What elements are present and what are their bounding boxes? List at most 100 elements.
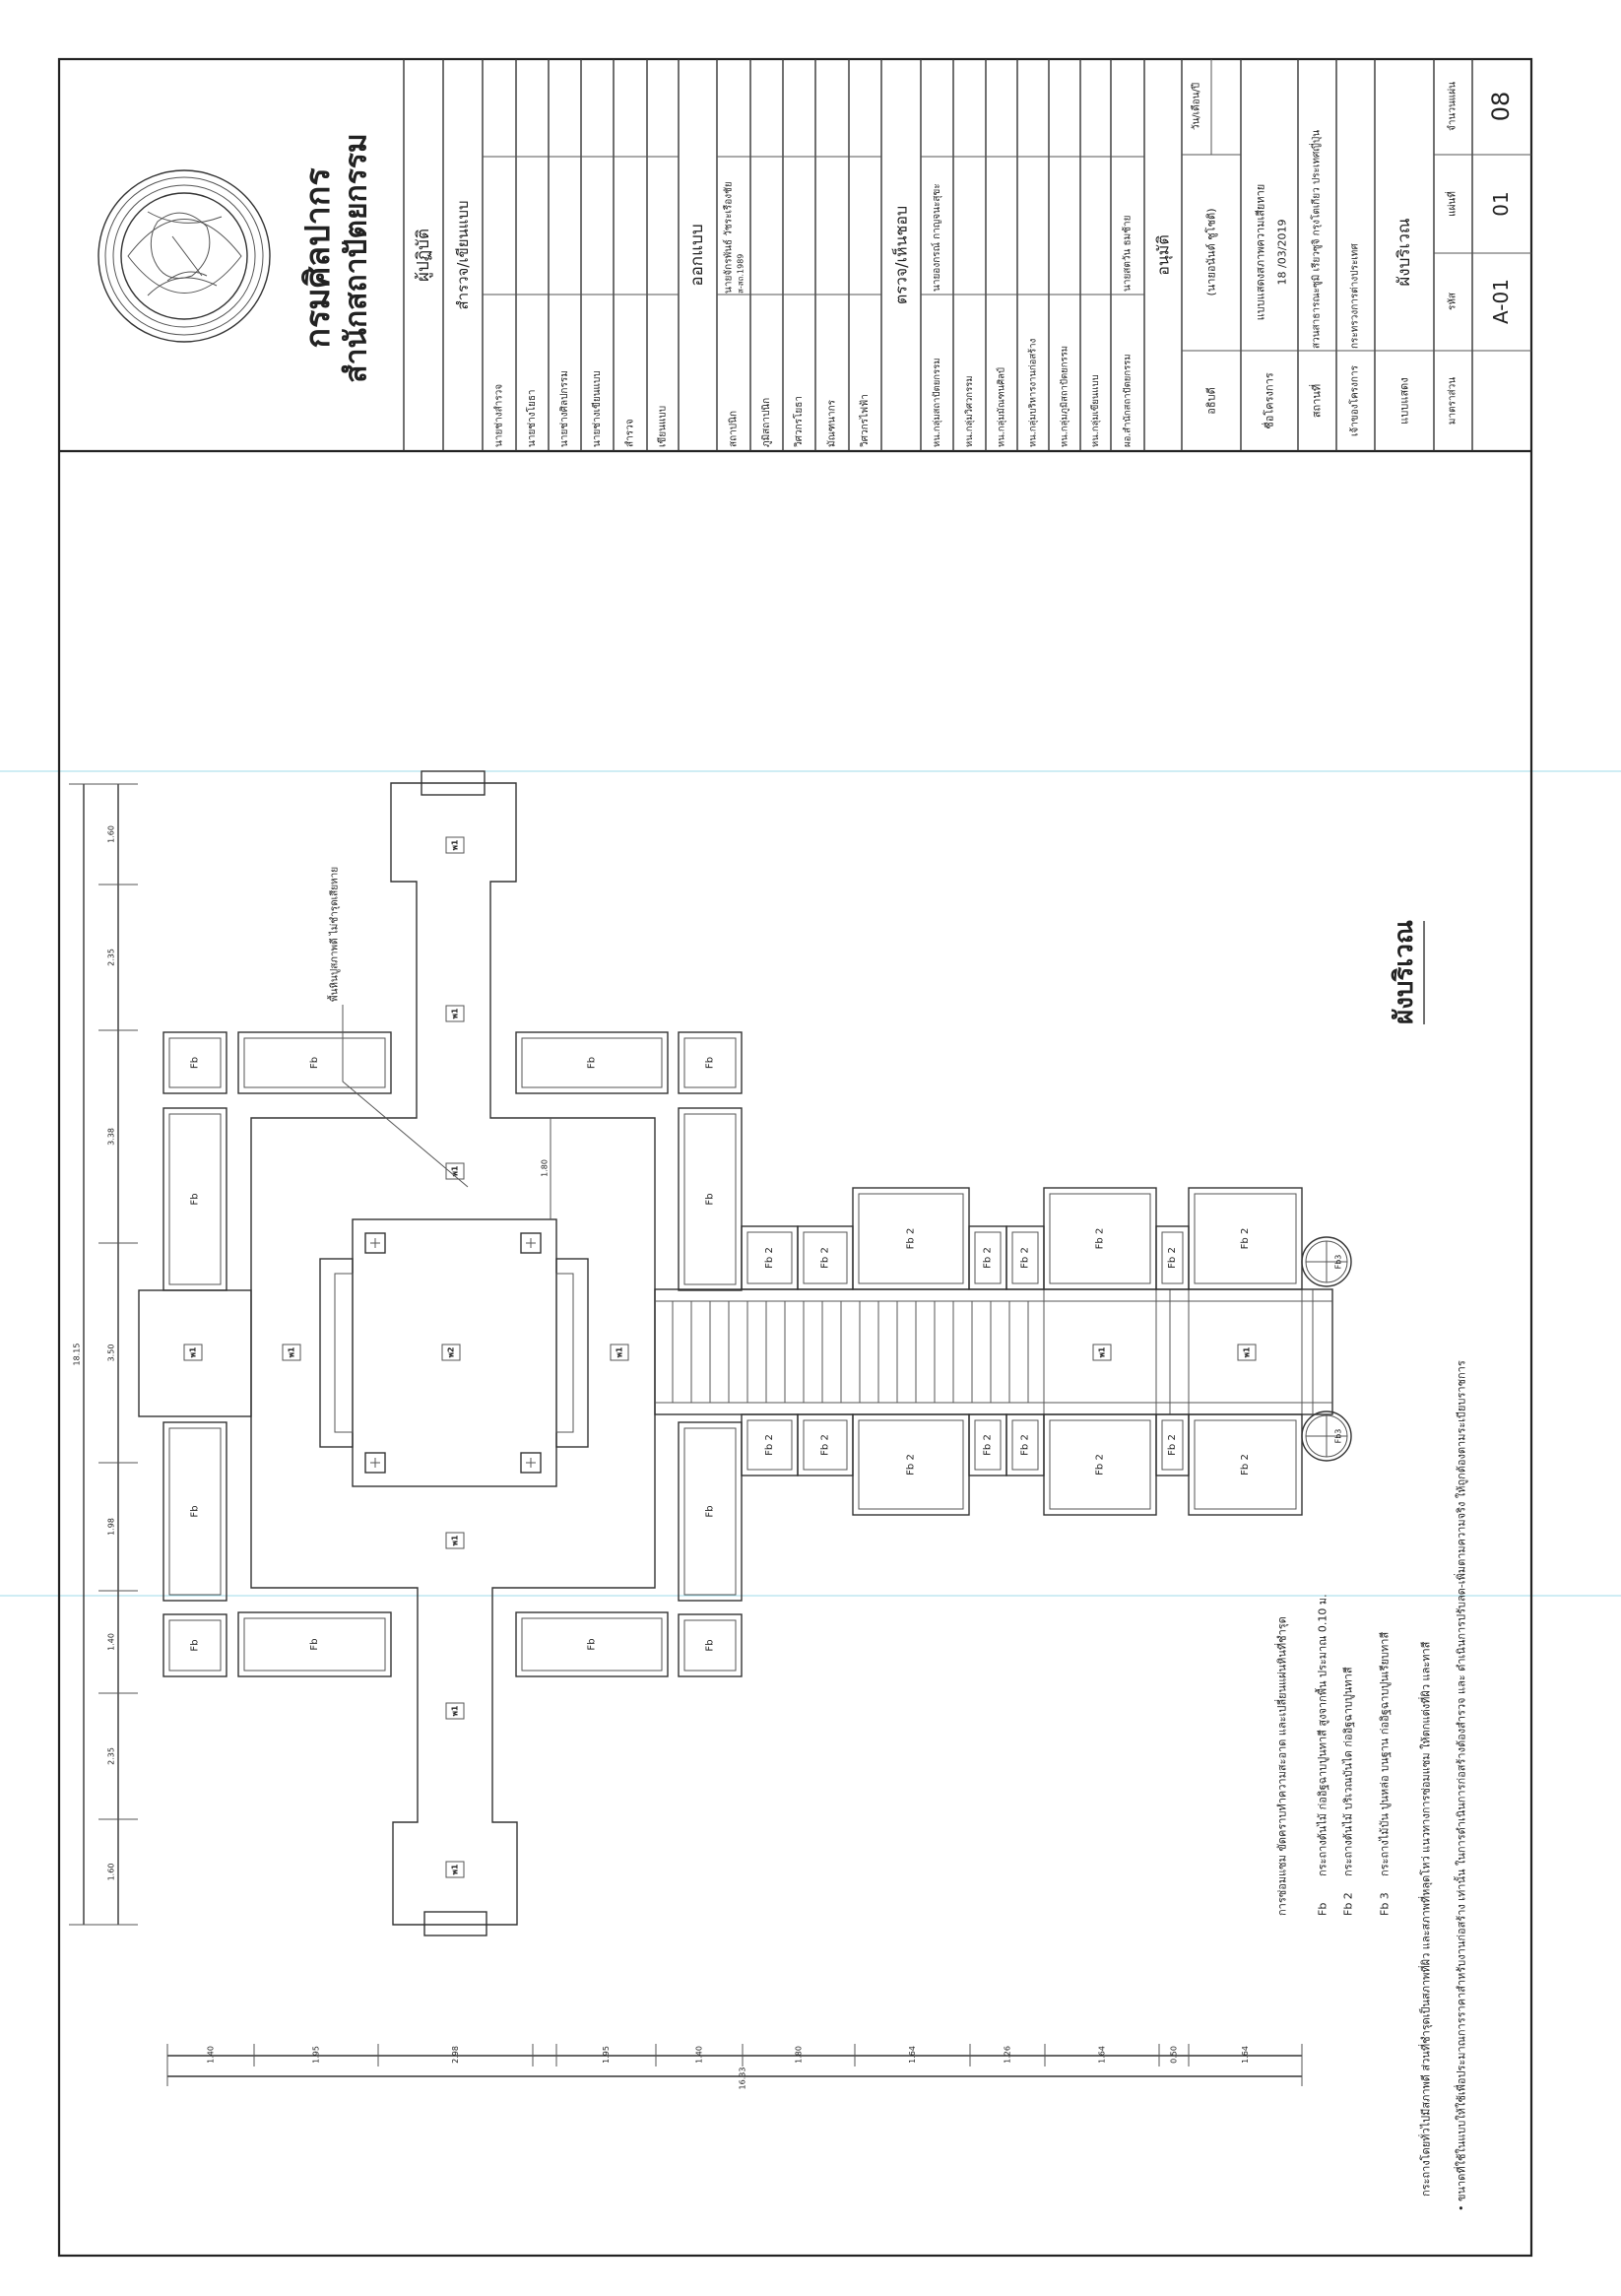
planter-fb2-inner — [1161, 1419, 1184, 1471]
survey-role-label: สำรวจ — [625, 419, 636, 447]
director-name: (นายอนันต์ ชูโชติ) — [1204, 209, 1218, 296]
planter-fb-inner — [243, 1037, 386, 1088]
planter-fb2-label: Fb 2 — [906, 1228, 917, 1250]
planter-fb-inner — [168, 1619, 222, 1672]
planter-fb2-inner — [1011, 1231, 1039, 1284]
dimension-label: 3.38 — [107, 1128, 116, 1146]
reviewer-name: นายสตวัน ธมช้าย — [1122, 216, 1134, 293]
planter-fb-label: Fb — [309, 1638, 320, 1650]
dimension-label: 2.35 — [107, 949, 116, 966]
planter-fb-label: Fb — [190, 1057, 201, 1069]
legend-code: Fb 3 — [1379, 1892, 1392, 1916]
planter-fb-label: Fb — [190, 1639, 201, 1651]
corner-post-icon — [364, 1452, 386, 1474]
planter-fb2-label: Fb 2 — [1240, 1454, 1251, 1476]
planter-fb2-label: Fb 2 — [906, 1454, 917, 1476]
dimension-label: 1.64 — [1241, 2046, 1250, 2064]
date-label: วัน/เดือน/ปี — [1191, 83, 1202, 130]
planter-fb2-inner — [1049, 1193, 1151, 1284]
fine-arts-department-seal-icon — [97, 169, 271, 343]
survey-role-label: เขียนแบบ — [657, 406, 669, 447]
corner-post-icon — [520, 1452, 542, 1474]
operators-header: ผู้ปฏิบัติ — [414, 229, 433, 282]
floor-tag — [1092, 1344, 1112, 1361]
dimension-label: 2.98 — [451, 2046, 460, 2064]
dais-west-step-inner — [334, 1273, 354, 1433]
dimension-label: 1.64 — [908, 2046, 917, 2064]
review-header: ตรวจ/เห็นชอบ — [891, 206, 911, 304]
planter-fb — [237, 1031, 392, 1094]
drawing-code: A-01 — [1489, 279, 1513, 324]
planter-fb2-label: Fb 2 — [764, 1247, 775, 1269]
design-header: ออกแบบ — [687, 224, 707, 286]
floor-tag — [445, 1702, 465, 1720]
planter-fb-label: Fb — [309, 1057, 320, 1069]
planter-fb2-inner — [746, 1231, 793, 1284]
drawing-type-label: แบบแสดง — [1398, 377, 1411, 424]
dimension-label: 1.40 — [695, 2046, 704, 2064]
dimension-total-label: 16.33 — [739, 2067, 747, 2090]
planter-fb-label: Fb — [705, 1057, 716, 1069]
floor-tag-label: พ1 — [451, 1535, 460, 1545]
planter-fb2-inner — [974, 1419, 1002, 1471]
floor-tag-label: พ2 — [447, 1347, 456, 1358]
sheet-number-label: แผ่นที่ — [1445, 191, 1459, 217]
planter-fb — [678, 1421, 743, 1602]
office-name: สำนักสถาปัตยกรรม — [340, 133, 374, 382]
dimension-label: 2.35 — [107, 1747, 116, 1765]
floor-tag-label: พ1 — [451, 1165, 460, 1176]
planter-fb-label: Fb — [587, 1638, 598, 1650]
floor-tag-label: พ1 — [1243, 1346, 1252, 1357]
dimension-label: 1.95 — [312, 2046, 321, 2064]
total-sheets-label: จำนวนแผ่น — [1448, 82, 1459, 131]
planter-fb2-inner — [858, 1193, 964, 1284]
floor-tag-label: พ1 — [288, 1346, 296, 1357]
planter-fb-inner — [168, 1113, 222, 1285]
planter-fb2-label: Fb 2 — [1240, 1228, 1251, 1250]
planter-fb-label: Fb — [705, 1193, 716, 1205]
top-step — [421, 770, 486, 796]
floor-tag-label: พ1 — [451, 1705, 460, 1716]
sheet-number: 01 — [1489, 191, 1513, 216]
plan-title: ผังบริเวณ — [1390, 920, 1419, 1024]
floor-tag-label: พ1 — [616, 1346, 624, 1357]
dimension-label: 1.80 — [795, 2046, 804, 2064]
planter-fb2-label: Fb 2 — [1167, 1247, 1178, 1269]
design-role-label: วิศวกรไฟฟ้า — [859, 394, 871, 447]
legend-code: Fb — [1317, 1903, 1329, 1916]
sheet-frame — [57, 57, 1533, 2258]
dais-east-step — [555, 1258, 589, 1448]
planter-fb-label: Fb — [190, 1193, 201, 1205]
planter-fb-label: Fb — [190, 1505, 201, 1517]
corner-post-icon — [520, 1232, 542, 1254]
floor-tag — [610, 1344, 629, 1361]
planter-fb — [237, 1611, 392, 1677]
dimension-total-label: 18.15 — [73, 1344, 82, 1366]
round-planter-fb3 — [1301, 1410, 1352, 1462]
platform-outline — [250, 782, 656, 1926]
planter-fb2-label: Fb 2 — [1095, 1228, 1106, 1250]
planter-fb — [162, 1613, 227, 1677]
floor-tag-label: พ1 — [189, 1346, 198, 1357]
survey-role-label: นายช่างสำรวจ — [494, 384, 505, 447]
planter-fb-inner — [683, 1113, 737, 1285]
planter-fb — [678, 1613, 743, 1677]
disclaimer-note: • ขนาดที่ใช้ในแบบให้ใช้เพื่อประมาณการราค… — [1454, 1360, 1468, 2211]
legend-text: กระถางไม้บัน ปูนหล่อ บนฐาน ก่ออิฐฉาบปูนเ… — [1379, 1632, 1392, 1876]
condition-note: กระถางโดยทั่วไปมีสภาพดี ส่วนที่ชำรุดเป็น… — [1418, 1641, 1433, 2197]
dais-west-step — [319, 1258, 354, 1448]
planter-fb2 — [1188, 1413, 1303, 1516]
planter-fb2 — [852, 1413, 970, 1516]
total-sheets: 08 — [1487, 92, 1515, 122]
dimension-label: 0.50 — [1170, 2046, 1179, 2064]
planter-fb — [515, 1031, 669, 1094]
planter-fb2-label: Fb 2 — [1020, 1434, 1031, 1456]
planter-fb-label: Fb — [705, 1639, 716, 1651]
reviewer-role-label: หน.กลุ่มสถาปัตยกรรม — [932, 359, 942, 447]
floor-tag — [445, 836, 465, 854]
planter-fb2-inner — [1011, 1419, 1039, 1471]
project-date: 18 /03/2019 — [1276, 220, 1289, 286]
repair-note: การซ่อมแซม ขัดคราบทำความสะอาด และเปลี่ยน… — [1274, 1616, 1289, 1916]
design-role-label: มัณฑนากร — [827, 399, 838, 447]
